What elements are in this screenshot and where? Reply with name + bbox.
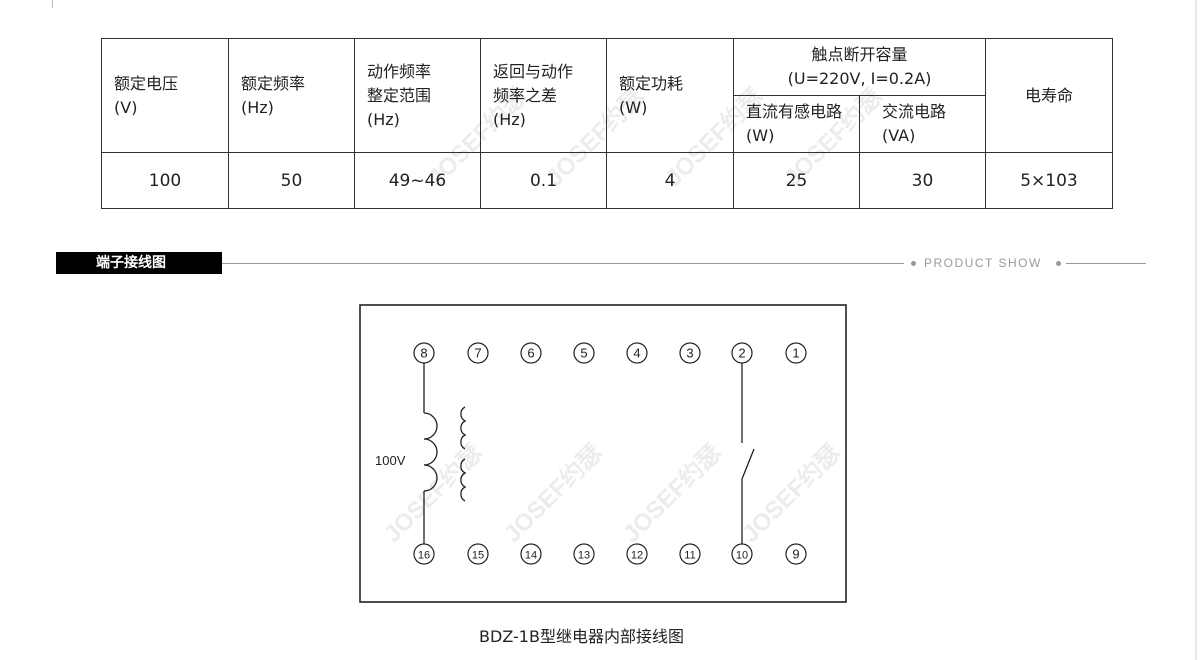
terminal-number: 2 [738, 346, 745, 361]
terminal-circle [679, 543, 701, 565]
header-ac-circuit: 交流电路 (VA) [859, 95, 986, 153]
divider-dot [1056, 261, 1061, 266]
secondary-coil-lower [460, 458, 467, 502]
section-divider [222, 263, 904, 264]
header-rated-voltage: 额定电压 (V) [101, 38, 229, 153]
terminal-15: 15 [467, 543, 489, 565]
terminal-4: 4 [626, 342, 648, 364]
terminal-number: 15 [472, 550, 484, 562]
terminal-circle [573, 342, 595, 364]
terminal-number: 8 [420, 346, 427, 361]
terminal-circle [785, 543, 807, 565]
terminal-circle [679, 342, 701, 364]
terminal-number: 14 [525, 550, 537, 562]
top-tick [52, 0, 53, 8]
terminal-number: 10 [736, 550, 748, 562]
relay-contact [741, 448, 755, 480]
terminal-circle [626, 543, 648, 565]
table-cell: 5×103 [985, 152, 1113, 209]
table-cell: 0.1 [480, 152, 607, 209]
terminal-number: 13 [578, 550, 590, 562]
header-rated-frequency: 额定频率 (Hz) [228, 38, 355, 153]
terminal-5: 5 [573, 342, 595, 364]
primary-coil [423, 412, 438, 492]
terminal-circle [467, 342, 489, 364]
secondary-coil-upper [460, 406, 467, 450]
header-electrical-life: 电寿命 [985, 38, 1113, 153]
terminal-14: 14 [520, 543, 542, 565]
terminal-8: 8 [413, 342, 435, 364]
table-cell: 4 [606, 152, 734, 209]
page-edge-rule [1195, 0, 1197, 660]
terminal-circle [467, 543, 489, 565]
top-terminal-row: 8 7 6 5 4 3 2 1 [413, 342, 807, 364]
terminal-number: 7 [474, 346, 481, 361]
terminal-number: 11 [684, 550, 695, 562]
bottom-terminal-row: 16 15 14 13 12 11 10 9 [413, 543, 807, 565]
terminal-2: 2 [731, 342, 753, 364]
table-cell: 25 [733, 152, 860, 209]
terminal-7: 7 [467, 342, 489, 364]
terminal-number: 5 [580, 346, 587, 361]
terminal-13: 13 [573, 543, 595, 565]
diagram-frame [359, 304, 847, 603]
table-cell: 49~46 [354, 152, 481, 209]
terminal-number: 3 [686, 346, 693, 361]
header-dc-inductive: 直流有感电路 (W) [733, 95, 860, 153]
terminal-16: 16 [413, 543, 435, 565]
spec-table: 额定电压 (V) 额定频率 (Hz) 动作频率 整定范围 (Hz) 返回与动作 … [101, 38, 1113, 209]
header-rated-power: 额定功耗 (W) [606, 38, 734, 153]
section-subtitle: PRODUCT SHOW [924, 256, 1042, 270]
wiring-diagram: 8 7 6 5 4 3 2 1 16 15 14 13 12 11 10 9 100V [359, 304, 847, 603]
header-action-frequency-range: 动作频率 整定范围 (Hz) [354, 38, 481, 153]
terminal-number: 4 [633, 346, 640, 361]
terminal-1: 1 [785, 342, 807, 364]
terminal-6: 6 [520, 342, 542, 364]
terminal-10: 10 [731, 543, 753, 565]
terminal-circle [520, 342, 542, 364]
terminal-circle [573, 543, 595, 565]
header-return-difference: 返回与动作 频率之差 (Hz) [480, 38, 607, 153]
table-cell: 50 [228, 152, 355, 209]
coil-voltage-label: 100V [375, 453, 406, 468]
terminal-number: 12 [631, 550, 643, 562]
terminal-number: 1 [792, 346, 799, 361]
table-cell: 100 [101, 152, 229, 209]
terminal-circle [626, 342, 648, 364]
terminal-circle [520, 543, 542, 565]
terminal-number: 6 [527, 346, 534, 361]
terminal-number: 16 [418, 550, 430, 562]
table-cell: 30 [859, 152, 986, 209]
section-divider-right [1066, 263, 1146, 264]
terminal-9: 9 [785, 543, 807, 565]
terminal-number: 9 [792, 547, 799, 562]
terminal-3: 3 [679, 342, 701, 364]
divider-dot [911, 261, 916, 266]
terminal-11: 11 [679, 543, 701, 565]
section-title: 端子接线图 [56, 252, 222, 274]
terminal-circle [785, 342, 807, 364]
diagram-caption: BDZ-1B型继电器内部接线图 [479, 627, 684, 646]
header-contact-capacity: 触点断开容量 (U=220V, I=0.2A) [733, 38, 986, 96]
terminal-12: 12 [626, 543, 648, 565]
